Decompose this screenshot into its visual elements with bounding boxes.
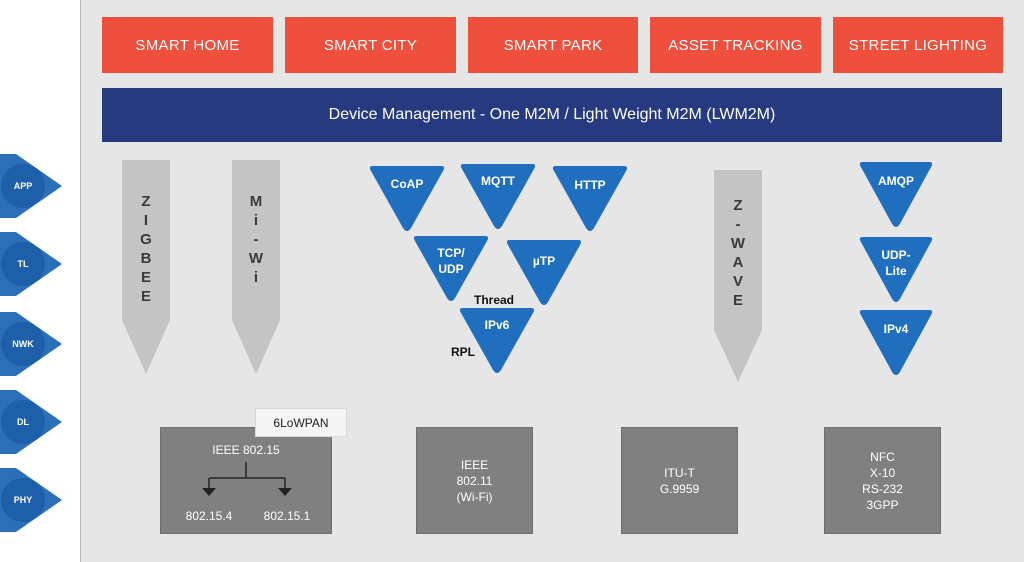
amqp-label: AMQP [878,174,914,188]
nfc-label: NFC [870,449,895,464]
layer-nwk-badge: NWK [0,312,64,376]
ipv4-label: IPv4 [883,322,909,336]
zigbee-stack-arrow: Z I G B E E [120,160,172,376]
rs232-label: RS-232 [862,481,903,496]
itu-box: ITU-T G.9959 [621,427,738,534]
ieee-branch-connector [202,462,292,496]
mqtt-label: MQTT [481,174,515,188]
http-triangle: HTTP [550,164,630,234]
ieee-802-15-1-label: 802.15.1 [263,509,311,523]
app-smart-city: SMART CITY [285,17,456,73]
rpl-label: RPL [451,345,475,359]
lite-label: Lite [885,264,907,278]
x10-label: X-10 [869,465,896,480]
ieee-802-15-4-label: 802.15.4 [185,509,233,523]
app-smart-park: SMART PARK [468,17,638,73]
3gpp-label: 3GPP [866,497,899,512]
udp-label: UDP- [881,248,911,262]
wifi-line-3: (Wi-Fi) [456,489,493,504]
thread-label: Thread [474,293,515,307]
itu-line-1: ITU-T [664,465,695,480]
sixlowpan-tag: 6LoWPAN [255,408,347,437]
coap-triangle: CoAP [367,164,447,234]
layer-phy-label: PHY [13,495,33,505]
miwi-stack-arrow: M i - W i [230,160,282,376]
tcp-udp-triangle: TCP/ UDP [411,234,491,304]
itu-line-2: G.9959 [659,481,700,496]
wifi-line-1: IEEE [460,457,489,472]
ieee-802-15-label: IEEE 802.15 [212,443,280,457]
wifi-line-2: 802.11 [456,473,493,488]
coap-label: CoAP [390,177,424,191]
amqp-triangle: AMQP [857,160,935,230]
layer-phy-badge: PHY [0,468,64,532]
ipv6-label: IPv6 [484,318,510,332]
layer-tl-label: TL [17,259,29,269]
other-phy-box: NFC X-10 RS-232 3GPP [824,427,941,534]
app-asset-tracking: ASSET TRACKING [650,17,821,73]
tcp-label: TCP/ [437,246,465,260]
ipv6-triangle: IPv6 [457,306,537,376]
app-smart-home: SMART HOME [102,17,273,73]
http-label: HTTP [574,178,606,192]
udp-label: UDP [438,262,464,276]
zwave-stack-arrow: Z - W A V E [712,170,764,384]
udp-lite-triangle: UDP- Lite [857,235,935,305]
layer-dl-badge: DL [0,390,64,454]
app-street-lighting: STREET LIGHTING [833,17,1003,73]
zigbee-label: Z I G B E E [140,193,152,305]
layer-dl-label: DL [17,417,29,427]
layer-app-badge: APP [0,154,64,218]
layer-app-label: APP [13,181,33,191]
mqtt-triangle: MQTT [458,162,538,232]
layer-nwk-label: NWK [12,339,34,349]
utp-triangle: µTP [504,238,584,308]
device-management-bar: Device Management - One M2M / Light Weig… [102,88,1002,142]
ipv4-triangle: IPv4 [857,308,935,378]
zwave-label: Z - W A V E [730,197,746,309]
ieee-802-15-box: IEEE 802.15 802.15.4 802.15.1 [160,427,332,534]
layer-tl-badge: TL [0,232,64,296]
miwi-label: M i - W i [248,193,264,286]
utp-label: µTP [532,254,556,268]
wifi-box: IEEE 802.11 (Wi-Fi) [416,427,533,534]
